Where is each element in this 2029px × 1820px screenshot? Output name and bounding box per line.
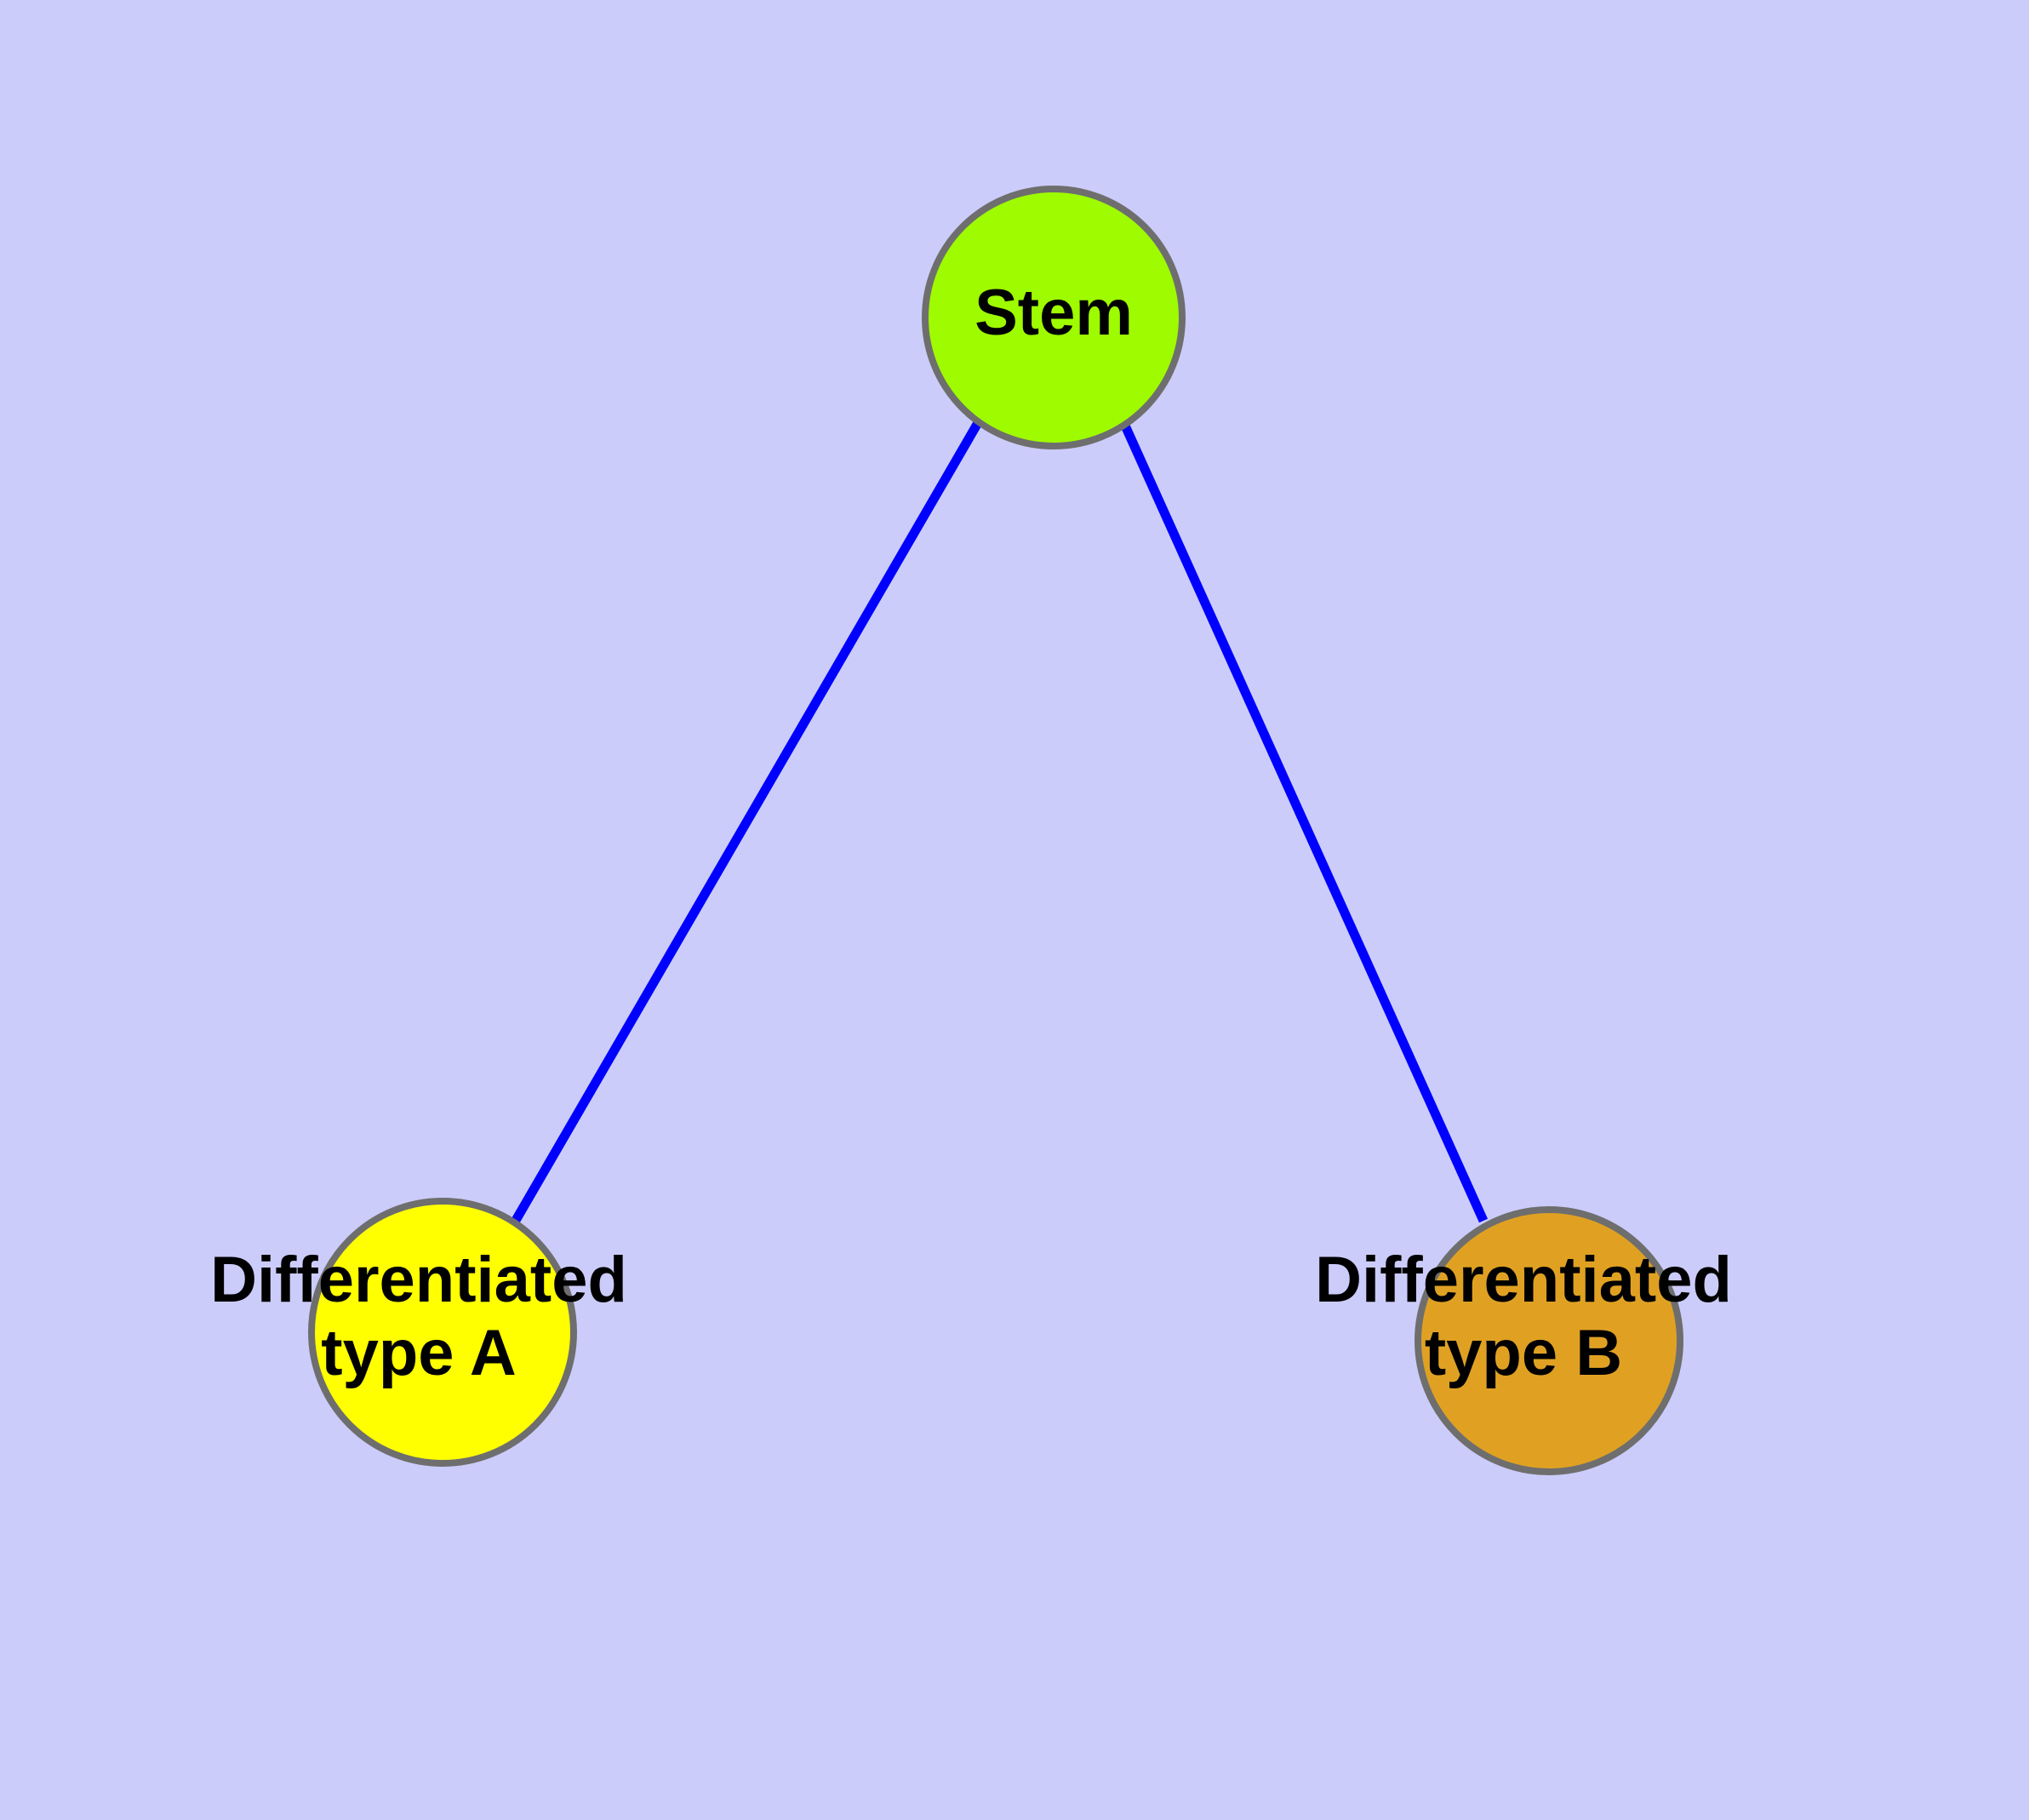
node-differentiated-type-b-circle[interactable]: [1415, 1206, 1683, 1475]
node-stem[interactable]: Stem: [922, 186, 1186, 449]
node-differentiated-type-a-circle[interactable]: [308, 1198, 577, 1467]
node-stem-label: Stem: [974, 277, 1133, 349]
edges-layer: [510, 419, 1489, 1226]
node-stem-circle[interactable]: [922, 186, 1186, 449]
edge-stem-to-differentiated-type-b[interactable]: [1120, 423, 1489, 1223]
edge-stem-to-differentiated-type-a[interactable]: [510, 419, 983, 1226]
